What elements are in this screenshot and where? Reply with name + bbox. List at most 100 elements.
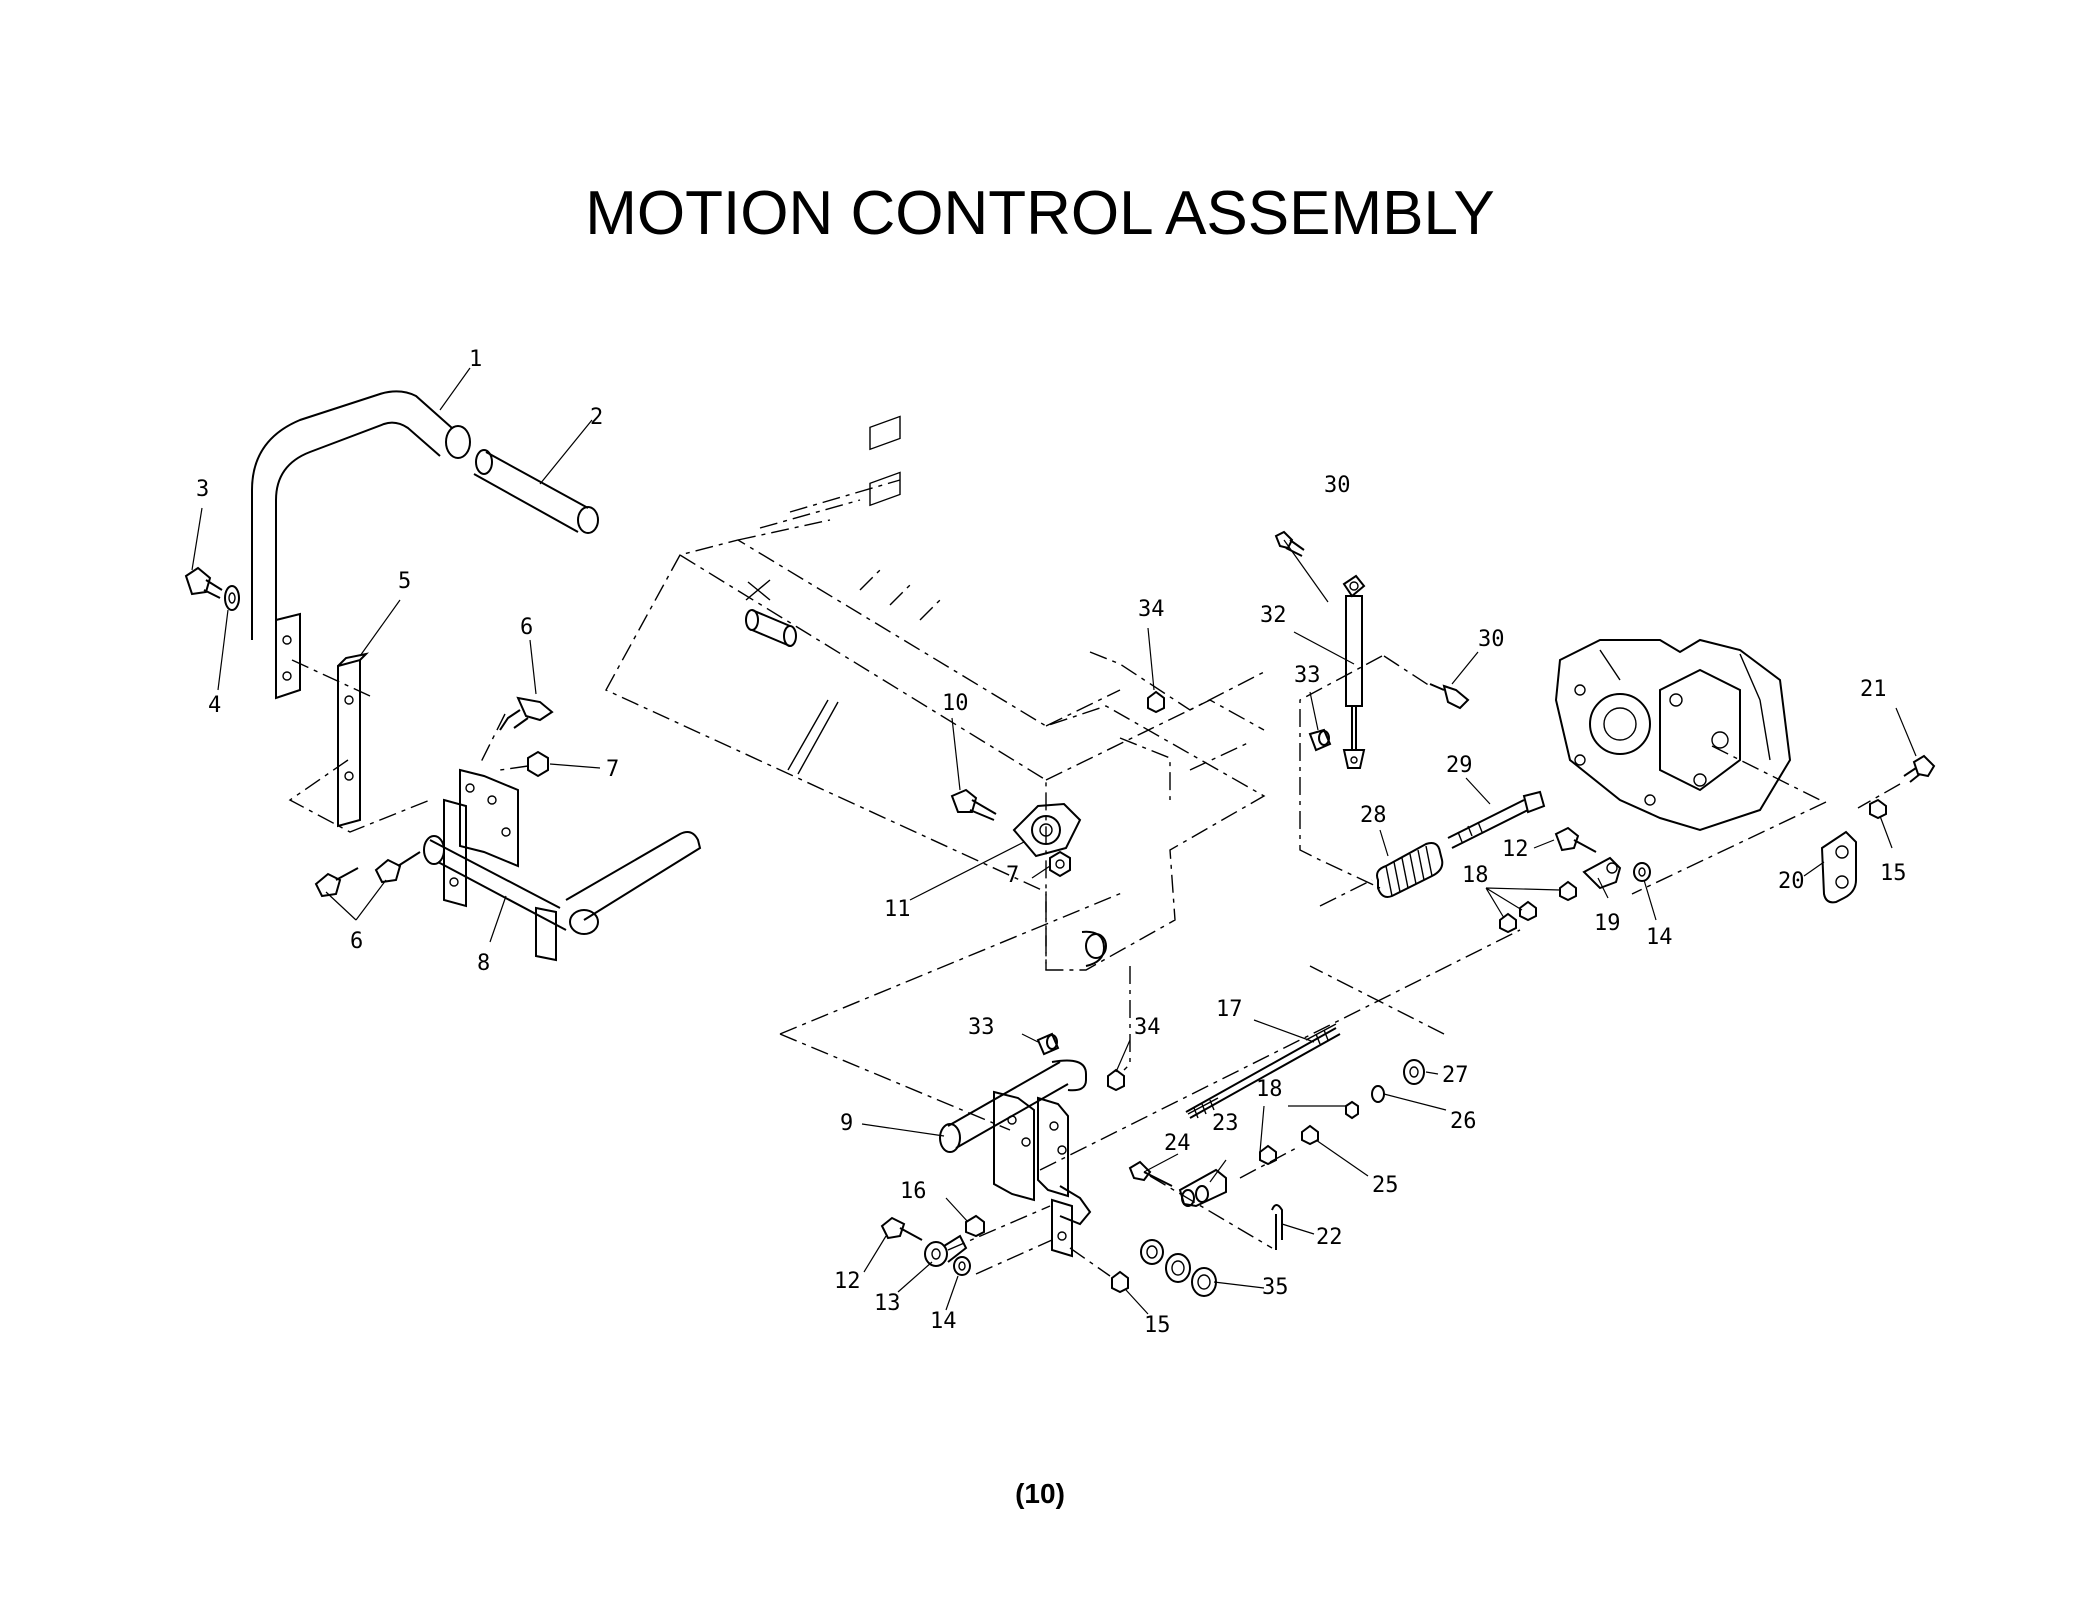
callout-12-right: 12 <box>1502 837 1529 862</box>
spring-part-28 <box>1376 842 1444 898</box>
eye-bolt-part-29 <box>1447 790 1546 849</box>
link-bar-part-5 <box>337 652 370 828</box>
callout-34-top: 34 <box>1138 597 1165 622</box>
nut-part-16 <box>965 1214 985 1238</box>
damper-part-32 <box>1342 574 1366 769</box>
page-title: MOTION CONTROL ASSEMBLY <box>585 179 1495 248</box>
callout-22: 22 <box>1316 1225 1343 1250</box>
bushing-part-27 <box>1403 1059 1425 1085</box>
bolt-part-3 <box>184 566 223 599</box>
rod-end-part-19 <box>1582 856 1622 890</box>
assembly-path-lower <box>779 891 1521 1171</box>
callout-13: 13 <box>874 1291 901 1316</box>
callout-35: 35 <box>1262 1275 1289 1300</box>
bolt-part-12-right <box>1554 826 1597 853</box>
callout-10: 10 <box>942 691 969 716</box>
callout-4: 4 <box>208 693 221 718</box>
clevis-pin-part-24 <box>1128 1160 1173 1187</box>
callout-7-left: 7 <box>606 757 619 782</box>
callout-33-top: 33 <box>1294 663 1321 688</box>
callout-16: 16 <box>900 1179 927 1204</box>
pin-part-33-top <box>1308 728 1332 752</box>
callout-6-top: 6 <box>520 615 533 640</box>
callout-14-bottom: 14 <box>930 1309 957 1334</box>
nut-part-25 <box>1301 1124 1319 1146</box>
nuts-part-18-right <box>1499 880 1577 934</box>
washer-part-14-bottom <box>953 1256 971 1276</box>
bolt-part-12-bottom <box>880 1216 923 1241</box>
callout-27: 27 <box>1442 1063 1469 1088</box>
callout-6-bottom: 6 <box>350 929 363 954</box>
callout-15-bottom: 15 <box>1144 1313 1171 1338</box>
callout-26: 26 <box>1450 1109 1477 1134</box>
callout-21: 21 <box>1860 677 1887 702</box>
callout-15-right: 15 <box>1880 861 1907 886</box>
nut-part-18-bottom <box>1259 1100 1359 1166</box>
leader-lines <box>191 367 1917 1315</box>
page-number: (10) <box>1015 1478 1065 1509</box>
washer-part-4 <box>224 585 240 611</box>
bolt-part-21 <box>1903 754 1936 783</box>
callout-1: 1 <box>469 347 482 372</box>
assembly-path-rodend <box>947 1205 1111 1277</box>
bolt-part-30-right <box>1429 683 1470 710</box>
callout-33-bottom: 33 <box>968 1015 995 1040</box>
nut-part-7-left <box>527 750 549 778</box>
lever-assembly-part-9 <box>939 1059 1092 1258</box>
nut-part-7-center <box>1049 850 1071 878</box>
control-handle-part-1 <box>251 390 471 700</box>
callout-12-bottom: 12 <box>834 1269 861 1294</box>
washer-part-26 <box>1371 1085 1385 1103</box>
callout-34-bottom: 34 <box>1134 1015 1161 1040</box>
nut-part-34-top <box>1147 690 1165 714</box>
callout-19: 19 <box>1594 911 1621 936</box>
frame-slot-features <box>745 415 1107 967</box>
callout-28: 28 <box>1360 803 1387 828</box>
bolt-part-10 <box>950 788 997 821</box>
bracket-assembly-part-8 <box>423 768 702 962</box>
flange-bearing-part-11 <box>1012 802 1082 858</box>
callout-8: 8 <box>477 951 490 976</box>
callout-23: 23 <box>1212 1111 1239 1136</box>
callout-labels: 1 2 3 4 5 6 7 6 8 9 10 11 7 34 30 32 30 … <box>196 347 1907 1338</box>
assembly-path-clevis <box>1149 1145 1301 1249</box>
callout-32: 32 <box>1260 603 1287 628</box>
chassis-frame-outline <box>605 479 1266 971</box>
callout-14-right: 14 <box>1646 925 1673 950</box>
bolt-part-30-top <box>1274 530 1305 557</box>
callout-29: 29 <box>1446 753 1473 778</box>
bracket-part-20 <box>1820 830 1857 904</box>
callout-3: 3 <box>196 477 209 502</box>
hydro-pump-unit <box>1554 638 1792 832</box>
handle-grip-part-2 <box>473 449 599 534</box>
callout-18-right: 18 <box>1462 863 1489 888</box>
callout-17: 17 <box>1216 997 1243 1022</box>
assembly-path-damper <box>1299 655 1431 907</box>
callout-11: 11 <box>884 897 911 922</box>
rod-end-part-13 <box>924 1234 968 1267</box>
callout-24: 24 <box>1164 1131 1191 1156</box>
nut-part-34-bottom <box>1107 1068 1125 1092</box>
assembly-path-pump <box>1631 745 1901 895</box>
bolt-part-6-top <box>499 696 554 731</box>
control-rod-part-17 <box>1185 1023 1341 1119</box>
clevis-part-23 <box>1178 1168 1227 1208</box>
nut-part-15-bottom <box>1111 1270 1129 1294</box>
callout-9: 9 <box>840 1111 853 1136</box>
callout-18-bottom: 18 <box>1256 1077 1283 1102</box>
washers-part-35 <box>1140 1239 1217 1297</box>
washer-part-14-right <box>1633 862 1651 882</box>
callout-30-right: 30 <box>1478 627 1505 652</box>
nut-part-15-right <box>1869 798 1887 820</box>
callout-7-center: 7 <box>1006 863 1019 888</box>
callout-2: 2 <box>590 405 603 430</box>
cotter-pin-part-22 <box>1271 1204 1283 1250</box>
callout-25: 25 <box>1372 1173 1399 1198</box>
callout-5: 5 <box>398 569 411 594</box>
pin-part-33-bottom <box>1036 1032 1060 1056</box>
assembly-path-left <box>288 659 529 833</box>
callout-30-top: 30 <box>1324 473 1351 498</box>
callout-20: 20 <box>1778 869 1805 894</box>
